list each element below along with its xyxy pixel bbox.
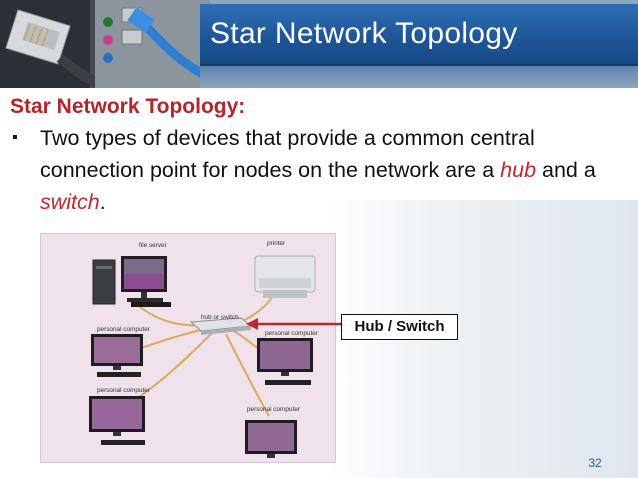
pc-left-top-icon [91, 334, 143, 377]
hub-switch-callout: Hub / Switch [341, 314, 458, 340]
slide-title: Star Network Topology [210, 17, 518, 50]
pc-right-mid-icon [257, 338, 313, 385]
printer-icon [254, 255, 316, 298]
label-printer: printer [267, 240, 286, 247]
label-pc-right-bottom: personal computer [247, 406, 300, 413]
header-banner: Star Network Topology [0, 0, 638, 88]
title-bar [200, 4, 638, 66]
file-server-icon [92, 256, 171, 307]
page-number: 32 [588, 456, 602, 470]
pc-left-bottom-icon [89, 396, 145, 445]
label-pc-left-bottom: personal computer [97, 387, 150, 394]
label-pc-left-top: personal computer [97, 326, 150, 333]
bullet-text-part3: . [99, 190, 106, 214]
label-pc-right-mid: personal computer [265, 330, 318, 337]
star-topology-diagram: file server printer hub or switch person… [40, 233, 336, 463]
bullet-text: Two types of devices that provide a comm… [40, 122, 600, 218]
banner-stripe [200, 66, 638, 88]
bullet-text-part1: Two types of devices that provide a comm… [40, 126, 535, 182]
switch-term: switch [40, 190, 100, 214]
bullet-square-icon: ▪ [12, 129, 18, 146]
pc-right-bottom-icon [245, 420, 297, 458]
hub-term: hub [500, 158, 537, 182]
bullet-text-part2: and a [536, 158, 596, 182]
network-illustration [89, 255, 316, 458]
ethernet-plug-icon [0, 0, 213, 88]
section-heading: Star Network Topology: [10, 95, 246, 118]
label-hub-or-switch: hub or switch [201, 314, 239, 321]
ethernet-cable-photo [0, 0, 213, 88]
label-file-server: file server [139, 242, 167, 249]
arrow-left-icon [246, 318, 342, 330]
